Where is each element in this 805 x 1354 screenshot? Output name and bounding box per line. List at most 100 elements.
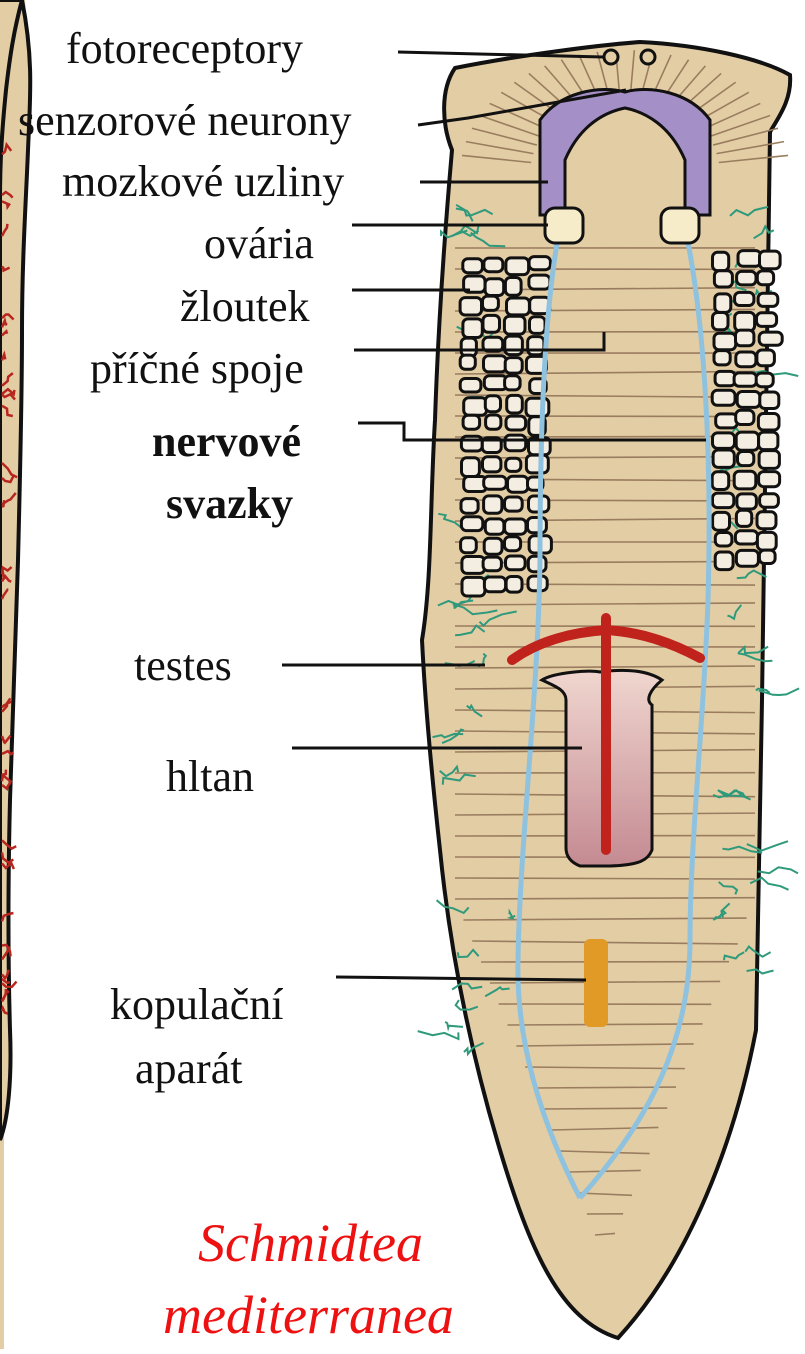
- yolk-cell-left: [484, 476, 507, 489]
- yolk-cell-left: [508, 476, 528, 492]
- yolk-cell-left: [483, 457, 501, 472]
- yolk-cell-left: [462, 557, 485, 574]
- yolk-cell-right: [716, 414, 738, 428]
- label-ovaries: ovária: [204, 222, 314, 266]
- yolk-cell-right: [712, 390, 735, 405]
- label-transverse-connections: příčné spoje: [90, 347, 304, 391]
- yolk-cell-right: [713, 450, 734, 467]
- yolk-cell-right: [738, 251, 761, 267]
- yolk-cell-right: [735, 292, 754, 305]
- yolk-cell-right: [736, 352, 756, 367]
- yolk-cell-left: [461, 338, 476, 356]
- yolk-cell-left: [529, 257, 550, 270]
- yolk-cell-left: [505, 497, 523, 511]
- yolk-cell-right: [759, 451, 779, 469]
- yolk-cell-right: [758, 293, 778, 306]
- yolk-cell-right: [737, 494, 757, 509]
- testis-branch: [758, 867, 798, 873]
- label-testes: testes: [134, 644, 232, 688]
- yolk-cell-left: [505, 336, 523, 355]
- yolk-cell-left: [483, 296, 499, 310]
- label-nerve-cords-line2: svazky: [166, 482, 293, 526]
- yolk-cell-right: [713, 512, 730, 530]
- yolk-cell-left: [461, 499, 478, 514]
- yolk-cell-left: [505, 358, 522, 374]
- yolk-cell-right: [738, 452, 754, 466]
- label-copulatory-line2: aparát: [135, 1047, 242, 1091]
- yolk-cell-right: [756, 373, 773, 387]
- species-name-line2: mediterranea: [163, 1288, 454, 1342]
- yolk-cell-right: [737, 271, 756, 285]
- ovary-left: [545, 208, 583, 243]
- yolk-cell-left: [461, 538, 477, 553]
- yolk-cell-left: [504, 316, 525, 334]
- yolk-cell-left: [484, 538, 502, 554]
- yolk-cell-right: [715, 533, 732, 547]
- yolk-cell-left: [505, 435, 526, 451]
- transverse-line: [455, 436, 755, 437]
- yolk-cell-left: [464, 398, 487, 416]
- yolk-cell-left: [506, 458, 521, 471]
- yolk-cell-left: [463, 259, 483, 273]
- yolk-cell-right: [757, 532, 776, 550]
- transverse-line: [543, 1108, 667, 1109]
- yolk-cell-left: [460, 298, 481, 315]
- yolk-cell-right: [735, 312, 755, 331]
- yolk-cell-right: [759, 332, 782, 345]
- yolk-cell-right: [760, 392, 779, 409]
- yolk-cell-left: [528, 556, 546, 571]
- yolk-cell-left: [505, 519, 526, 534]
- photoreceptor-right: [641, 50, 655, 64]
- yolk-cell-right: [737, 392, 760, 408]
- yolk-cell-right: [713, 493, 734, 508]
- yolk-cell-left: [506, 416, 526, 430]
- yolk-cell-right: [757, 271, 773, 285]
- label-copulatory-line1: kopulační: [110, 983, 284, 1027]
- yolk-cell-left: [484, 496, 502, 513]
- yolk-cell-left: [461, 517, 482, 531]
- yolk-cell-right: [736, 550, 758, 566]
- yolk-cell-left: [507, 395, 523, 413]
- yolk-cell-right: [714, 333, 736, 350]
- yolk-cell-left: [485, 519, 504, 534]
- yolk-cell-left: [461, 436, 482, 451]
- yolk-cell-right: [713, 252, 729, 270]
- yolk-cell-left: [507, 298, 530, 315]
- yolk-cell-left: [483, 315, 500, 332]
- yolk-cell-right: [760, 494, 779, 508]
- testis-branch: [445, 1022, 463, 1028]
- yolk-cell-left: [530, 317, 546, 334]
- yolk-cell-left: [486, 415, 501, 429]
- yolk-cell-left: [484, 258, 503, 272]
- yolk-cell-right: [757, 350, 775, 366]
- yolk-cell-left: [463, 415, 480, 429]
- yolk-cell-right: [734, 471, 756, 489]
- label-brain-ganglia: mozkové uzliny: [62, 160, 344, 204]
- yolk-cell-right: [758, 414, 779, 431]
- testis-branch: [418, 1031, 459, 1039]
- yolk-cell-right: [736, 330, 754, 346]
- yolk-cell-left: [483, 557, 501, 571]
- yolk-cell-left: [462, 458, 480, 477]
- yolk-cell-right: [759, 432, 778, 450]
- yolk-cell-left: [506, 577, 522, 593]
- yolk-cell-right: [715, 371, 735, 385]
- yolk-cell-left: [505, 537, 521, 551]
- left-partial-worm: [0, 0, 30, 1349]
- yolk-cell-left: [505, 376, 520, 390]
- yolk-cell-left: [460, 355, 475, 369]
- yolk-cell-right: [736, 510, 751, 526]
- yolk-cell-left: [462, 577, 485, 596]
- yolk-cell-right: [715, 294, 731, 313]
- yolk-cell-left: [485, 396, 500, 412]
- yolk-cell-right: [759, 550, 775, 563]
- yolk-cell-right: [713, 313, 729, 330]
- yolk-cell-right: [715, 552, 733, 570]
- yolk-cell-left: [505, 278, 521, 296]
- yolk-cell-right: [736, 432, 758, 450]
- yolk-cell-right: [734, 373, 756, 386]
- yolk-cell-left: [529, 275, 550, 289]
- label-yolk: žloutek: [180, 285, 310, 329]
- species-name-line1: Schmidtea: [198, 1216, 423, 1270]
